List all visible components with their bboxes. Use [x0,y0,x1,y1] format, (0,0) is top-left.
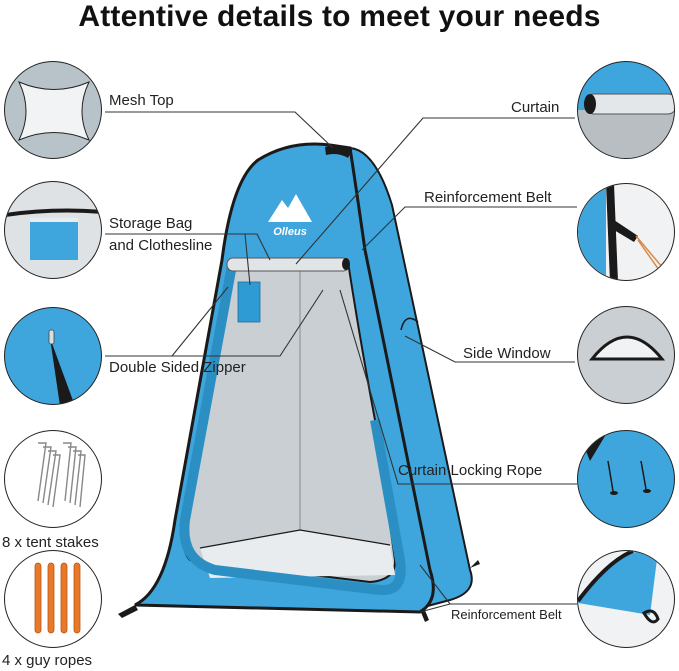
curtain-roll-detail-icon [577,61,675,159]
label-guy-ropes: 4 x guy ropes [2,652,93,669]
tent-stakes-icon [4,430,102,528]
label-side-window: Side Window [463,345,551,362]
ground-loop-detail-icon [577,550,675,648]
zipper-detail-icon [4,307,102,405]
label-reinforcement-belt-bottom: Reinforcement Belt [451,607,562,622]
label-curtain-locking-rope: Curtain Locking Rope [398,462,543,479]
label-curtain: Curtain [511,99,560,116]
label-storage-bag-line1: Storage Bag [109,215,193,232]
brand-logo-text: Olleus [273,226,307,238]
storage-bag-detail-icon [4,181,102,279]
label-tent-stakes: 8 x tent stakes [2,534,99,551]
guy-ropes-icon [4,550,102,648]
reinforcement-belt-detail-icon [577,183,675,281]
label-double-sided-zipper: Double Sided Zipper [109,359,246,376]
side-window-detail-icon [577,306,675,404]
page-title: Attentive details to meet your needs [78,0,601,33]
label-reinforcement-belt-top: Reinforcement Belt [424,189,552,206]
label-storage-bag-line2: and Clothesline [109,237,213,254]
locking-rope-detail-icon [577,430,675,528]
label-mesh-top: Mesh Top [109,92,174,109]
mesh-top-detail-icon [4,61,102,159]
